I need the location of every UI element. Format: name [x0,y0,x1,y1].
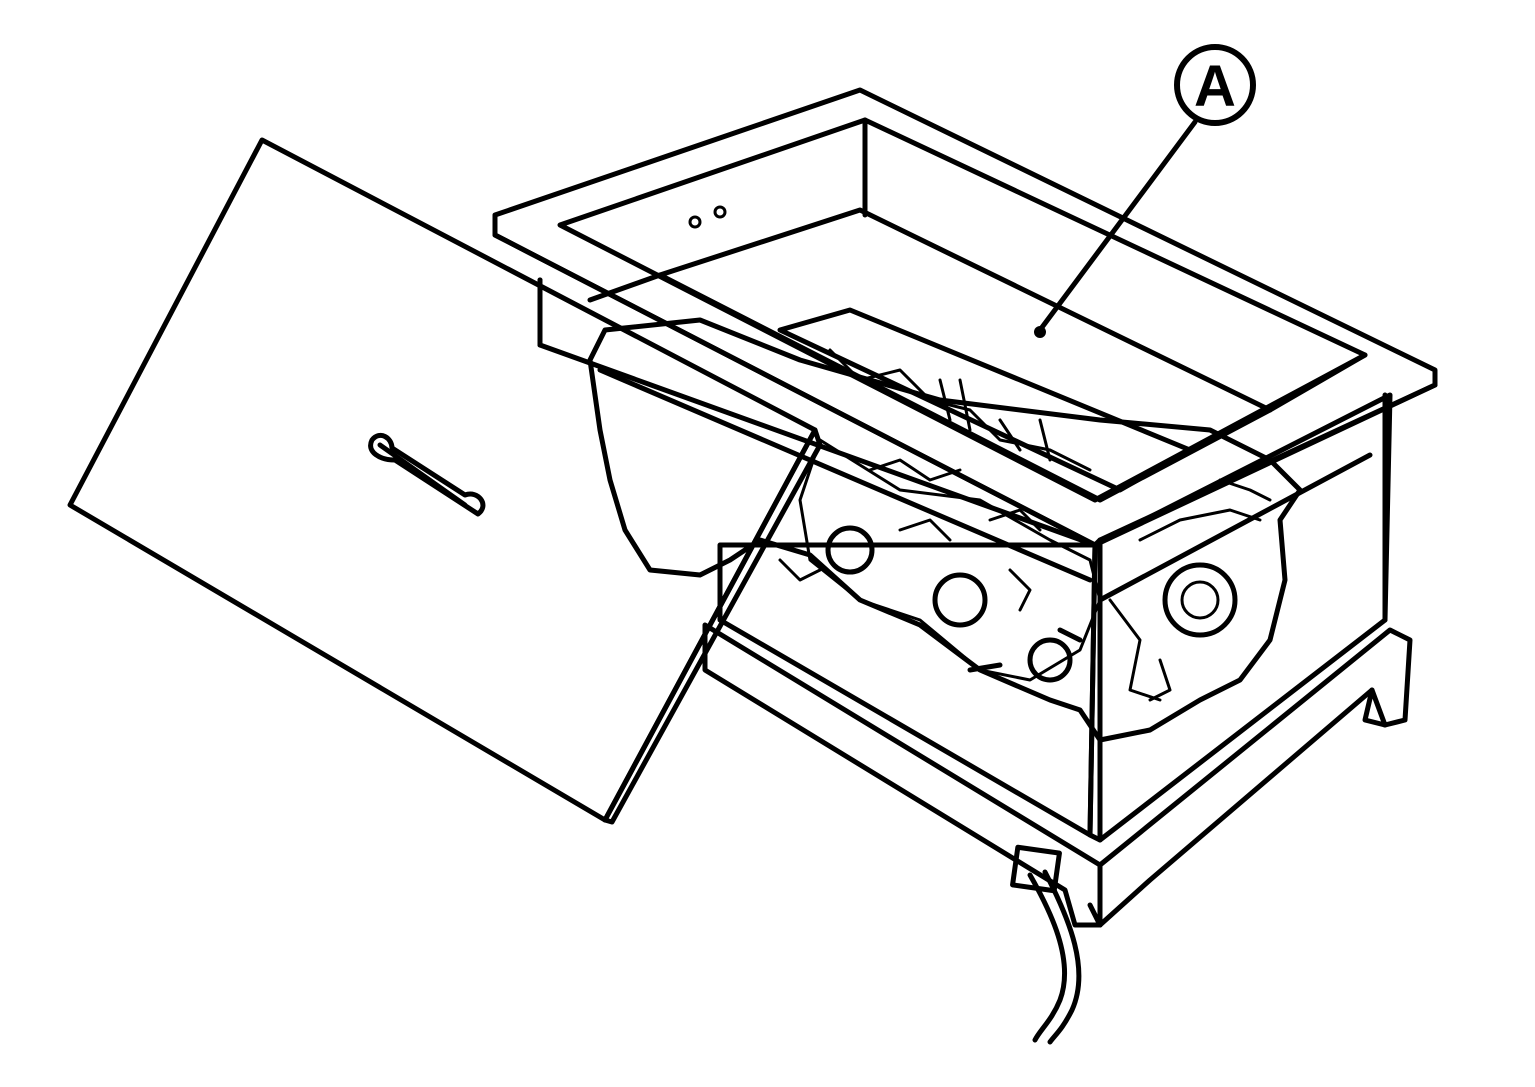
tank-rim [492,87,1438,548]
engine-block-part [587,317,1303,743]
tank-body [537,277,1393,843]
parts-basket [587,207,1373,603]
callout-a-label: A [1194,54,1236,119]
callout-a: A [1034,44,1256,338]
callout-a-circle [1174,44,1256,126]
callout-a-pointer-dot [1034,326,1046,338]
power-cord [1010,844,1082,1045]
tank-base-stand [702,622,1413,928]
tank-lid [67,137,823,825]
